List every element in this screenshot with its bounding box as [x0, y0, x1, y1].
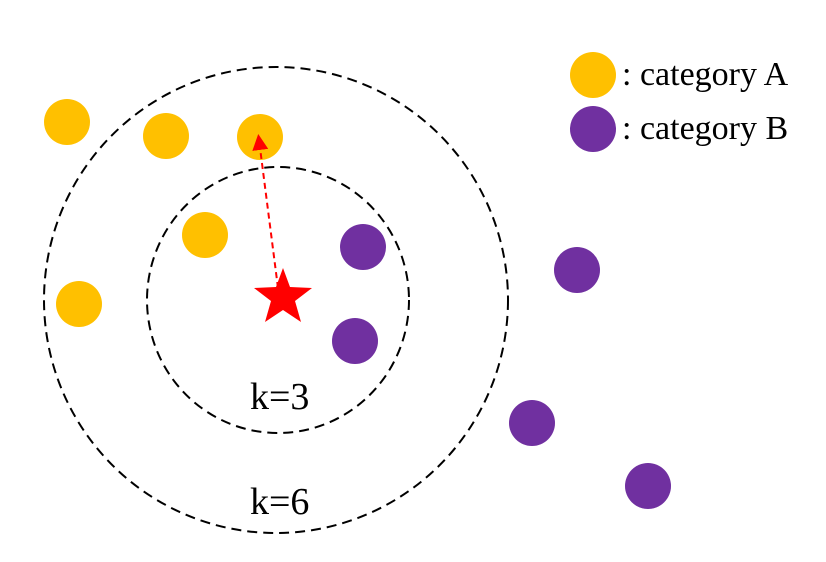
category-b-point — [554, 247, 600, 293]
category-a-point — [143, 113, 189, 159]
outer-neighborhood-circle — [43, 66, 509, 534]
category-b-point — [340, 224, 386, 270]
legend-label-category-a: : category A — [622, 56, 789, 93]
category-b-swatch-icon — [570, 106, 616, 152]
legend: : category A : category B — [570, 52, 788, 160]
category-b-point — [509, 400, 555, 446]
k6-label: k=6 — [250, 481, 310, 523]
category-a-point — [56, 281, 102, 327]
category-a-swatch-icon — [570, 52, 616, 98]
nearest-neighbor-arrow — [252, 134, 279, 289]
category-a-point — [237, 114, 283, 160]
category-a-point — [44, 99, 90, 145]
inner-neighborhood-circle — [146, 166, 410, 434]
legend-item-category-b: : category B — [570, 106, 788, 152]
category-a-point — [182, 212, 228, 258]
category-b-point — [625, 463, 671, 509]
legend-label-category-b: : category B — [622, 110, 789, 147]
category-b-point — [332, 318, 378, 364]
query-star-icon — [254, 268, 312, 322]
legend-item-category-a: : category A — [570, 52, 788, 98]
k3-label: k=3 — [250, 376, 310, 418]
